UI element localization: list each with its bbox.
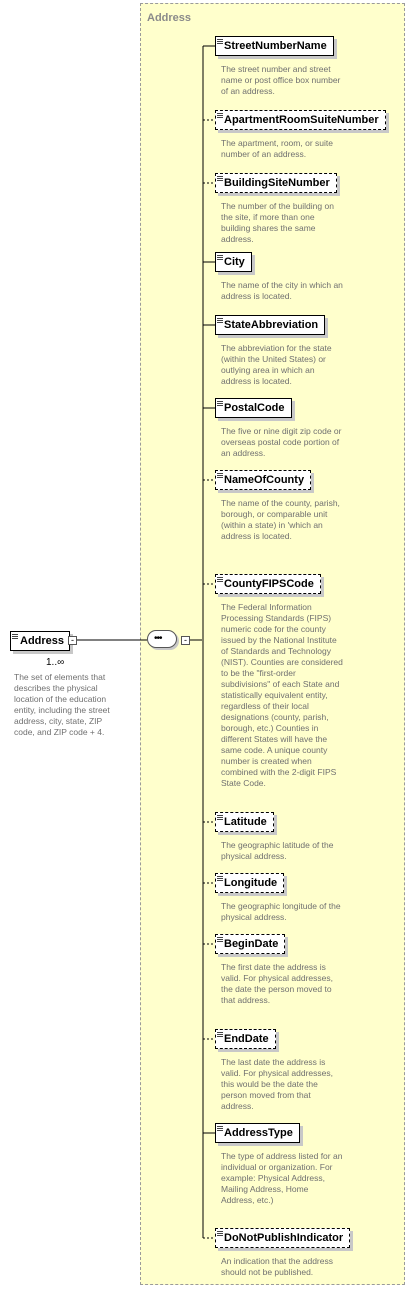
element-address-type[interactable]: AddressType	[215, 1123, 300, 1143]
element-city[interactable]: City	[215, 252, 252, 272]
element-description: The street number and street name or pos…	[221, 64, 341, 96]
element-latitude[interactable]: Latitude	[215, 812, 274, 832]
element-description: The apartment, room, or suite number of …	[221, 138, 333, 159]
root-element-address[interactable]: Address	[10, 631, 70, 651]
frame-title: Address	[147, 12, 192, 24]
element-description: The name of the county, parish, borough,…	[221, 498, 340, 541]
collapse-toggle-sequence[interactable]: -	[181, 636, 190, 645]
element-begin-date[interactable]: BeginDate	[215, 934, 286, 954]
root-description: The set of elements that describes the p…	[14, 672, 110, 737]
element-county-fipscode[interactable]: CountyFIPSCode	[215, 574, 321, 594]
element-description: The abbreviation for the state (within t…	[221, 343, 332, 386]
element-street-number-name[interactable]: StreetNumberName	[215, 36, 334, 56]
element-description: The number of the building on the site, …	[221, 201, 334, 244]
element-description: The last date the address is valid. For …	[221, 1057, 333, 1111]
element-description: The geographic latitude of the physical …	[221, 840, 334, 861]
element-description: An indication that the address should no…	[221, 1256, 333, 1277]
element-description: The geographic longitude of the physical…	[221, 901, 341, 922]
element-building-site-number[interactable]: BuildingSiteNumber	[215, 173, 337, 193]
element-description: The name of the city in which an address…	[221, 280, 343, 301]
element-do-not-publish-indicator[interactable]: DoNotPublishIndicator	[215, 1228, 351, 1248]
sequence-compositor[interactable]	[147, 630, 177, 648]
element-description: The five or nine digit zip code or overs…	[221, 426, 342, 458]
element-longitude[interactable]: Longitude	[215, 873, 285, 893]
collapse-toggle-root[interactable]: -	[68, 636, 77, 645]
branch-layer	[202, 45, 215, 1239]
element-description: The first date the address is valid. For…	[221, 962, 333, 1005]
root-multiplicity: 1..∞	[46, 657, 65, 668]
element-description: The type of address listed for an indivi…	[221, 1151, 343, 1205]
element-postal-code[interactable]: PostalCode	[215, 398, 292, 418]
element-apartment-room-suite-number[interactable]: ApartmentRoomSuiteNumber	[215, 110, 386, 130]
element-end-date[interactable]: EndDate	[215, 1029, 276, 1049]
sequence-dots-icon: •••	[154, 633, 162, 644]
root-element-label: Address	[20, 635, 65, 647]
element-state-abbreviation[interactable]: StateAbbreviation	[215, 315, 326, 335]
element-description: The Federal Information Processing Stand…	[221, 602, 343, 788]
element-name-of-county[interactable]: NameOfCounty	[215, 470, 312, 490]
